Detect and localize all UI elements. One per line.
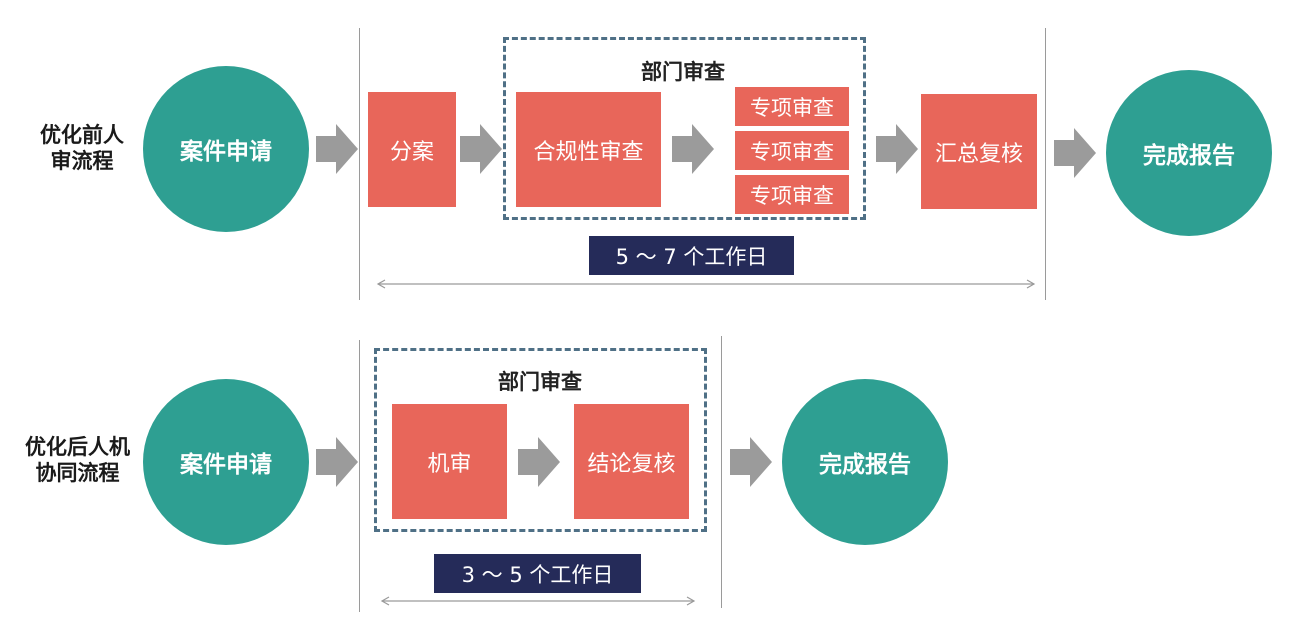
after-row-label: 优化后人机 协同流程 <box>25 435 130 485</box>
arrow-icon <box>316 437 358 487</box>
special-review-box: 专项审查 <box>735 175 849 214</box>
after-left-divider <box>359 340 360 612</box>
arrow-icon <box>460 124 502 174</box>
arrow-icon <box>672 124 714 174</box>
before-row-label: 优化前人 审流程 <box>40 123 124 173</box>
after-start-circle: 案件申请 <box>143 379 309 545</box>
before-dept-review-title: 部门审查 <box>641 60 725 84</box>
arrow-icon <box>730 437 772 487</box>
step-compliance-box: 合规性审查 <box>516 92 661 207</box>
arrow-icon <box>1054 128 1096 178</box>
after-end-circle: 完成报告 <box>782 379 948 545</box>
after-right-divider <box>721 336 722 608</box>
step-machine-review-box: 机审 <box>392 404 507 519</box>
before-duration-span-arrow <box>376 279 1036 289</box>
before-left-divider <box>359 28 360 300</box>
before-duration-badge: 5 ～ 7 个工作日 <box>589 236 794 275</box>
step-conclusion-review-box: 结论复核 <box>574 404 689 519</box>
before-end-circle: 完成报告 <box>1106 70 1272 236</box>
after-duration-span-arrow <box>380 596 696 606</box>
after-dept-review-group <box>374 348 707 532</box>
special-review-box: 专项审查 <box>735 87 849 126</box>
before-right-divider <box>1045 28 1046 300</box>
after-dept-review-title: 部门审查 <box>498 370 582 394</box>
after-duration-badge: 3 ～ 5 个工作日 <box>434 554 641 593</box>
special-review-box: 专项审查 <box>735 131 849 170</box>
arrow-icon <box>518 437 560 487</box>
before-start-circle: 案件申请 <box>143 66 309 232</box>
before-dept-review-group <box>503 37 866 220</box>
step-summary-box: 汇总复核 <box>921 94 1037 209</box>
arrow-icon <box>876 124 918 174</box>
arrow-icon <box>316 124 358 174</box>
step-assign-box: 分案 <box>368 92 456 207</box>
